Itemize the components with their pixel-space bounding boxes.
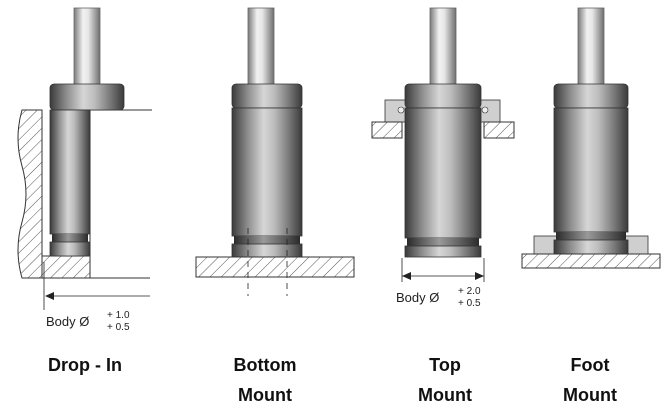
- drop-in-arrowhead: [45, 292, 54, 300]
- drop-in-tolerance-lower: + 0.5: [107, 322, 130, 333]
- bottom-mount-piston-rod: [247, 7, 275, 87]
- drop-in-bore-outline: [89, 109, 152, 279]
- top-mount-dimension-label: Body Ø: [396, 290, 439, 305]
- drop-in-tolerance-upper: + 1.0: [107, 310, 130, 321]
- top-mount-arrowhead-right: [475, 272, 484, 280]
- top-mount-body: [404, 107, 482, 239]
- drop-in-diagram: Body Ø + 1.0 + 0.5: [17, 7, 152, 333]
- foot-mount-top-collar: [553, 83, 629, 109]
- caption-foot-mount: Foot Mount: [540, 350, 640, 410]
- caption-foot-mount-line2: Mount: [563, 385, 617, 405]
- caption-bottom-mount-line2: Mount: [238, 385, 292, 405]
- top-mount-diagram: Body Ø + 2.0 + 0.5: [371, 7, 515, 309]
- foot-mount-body: [553, 107, 629, 233]
- foot-mount-groove: [556, 232, 626, 240]
- top-mount-arrowhead-left: [402, 272, 411, 280]
- drop-in-body: [49, 109, 91, 235]
- bottom-mount-groove: [234, 236, 300, 244]
- foot-mount-diagram: [521, 7, 661, 269]
- drop-in-dimension-label: Body Ø: [46, 314, 89, 329]
- caption-bottom-mount-line1: Bottom: [233, 355, 297, 375]
- foot-mount-plate: [521, 253, 661, 269]
- drop-in-housing-floor: [41, 255, 91, 279]
- caption-drop-in-line1: Drop - In: [48, 355, 122, 375]
- drop-in-housing-wall: [17, 109, 43, 279]
- drop-in-body-base: [49, 241, 91, 257]
- top-mount-piston-rod: [429, 7, 457, 87]
- top-mount-groove: [407, 238, 479, 246]
- foot-mount-piston-rod: [577, 7, 605, 87]
- top-mount-plate-left: [371, 121, 403, 139]
- bottom-mount-base: [231, 243, 303, 258]
- caption-top-mount-line1: Top: [429, 355, 461, 375]
- caption-foot-mount-line1: Foot: [570, 355, 610, 375]
- bottom-mount-top-collar: [231, 83, 303, 109]
- drop-in-top-collar: [49, 83, 125, 111]
- top-mount-pin-left: [397, 106, 405, 114]
- svg-text:Body Ø: Body Ø: [396, 290, 439, 305]
- drop-in-piston-rod: [73, 7, 101, 87]
- top-mount-top-collar: [404, 83, 482, 109]
- top-mount-plate-right: [483, 121, 515, 139]
- caption-top-mount: Top Mount: [395, 350, 495, 410]
- caption-top-mount-line2: Mount: [418, 385, 472, 405]
- top-mount-tolerance-upper: + 2.0: [458, 286, 481, 297]
- svg-text:Body Ø: Body Ø: [46, 314, 89, 329]
- drop-in-body-groove: [52, 234, 88, 242]
- bottom-mount-plate: [195, 256, 355, 278]
- caption-drop-in: Drop - In: [20, 350, 150, 380]
- caption-bottom-mount: Bottom Mount: [210, 350, 320, 410]
- top-mount-tolerance-lower: + 0.5: [458, 298, 481, 309]
- bottom-mount-body: [231, 107, 303, 237]
- top-mount-pin-right: [481, 106, 489, 114]
- bottom-mount-diagram: [195, 7, 355, 296]
- foot-mount-base: [553, 239, 629, 255]
- top-mount-base: [404, 245, 482, 258]
